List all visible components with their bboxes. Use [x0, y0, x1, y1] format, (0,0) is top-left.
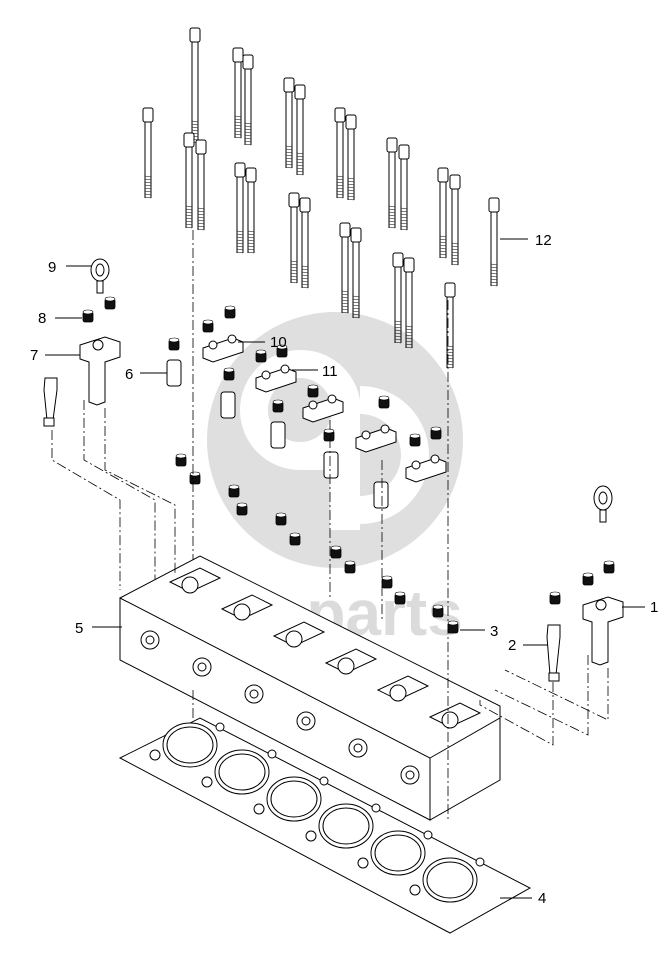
injector-clamp-right [546, 624, 561, 682]
bridge-clamp [202, 334, 244, 363]
head-bolt [488, 197, 500, 287]
nut [432, 604, 444, 618]
callout-7: 7 [30, 347, 38, 364]
head-bolts-group [142, 27, 500, 369]
bridge-clamp [302, 394, 344, 423]
nut [289, 532, 301, 546]
nut [223, 367, 235, 381]
bridge-clamp [405, 454, 447, 483]
nut [175, 453, 187, 467]
callout-5: 5 [75, 620, 83, 637]
nut [255, 349, 267, 363]
callout-2: 2 [508, 637, 516, 654]
nut [276, 344, 288, 358]
injector-clamp-left [43, 377, 58, 427]
nut [323, 428, 335, 442]
head-bolt [283, 77, 295, 169]
head-bolt [392, 252, 404, 344]
nuts-group [82, 296, 615, 634]
head-bolt [189, 27, 201, 144]
callout-1: 1 [650, 599, 658, 616]
nut [582, 572, 594, 586]
head-bolt [449, 174, 461, 266]
callout-10: 10 [270, 334, 287, 351]
nut [394, 591, 406, 605]
rocker-arm-bracket-right [582, 596, 624, 666]
head-bolt [339, 222, 351, 314]
nut [82, 309, 94, 323]
head-bolt [398, 144, 410, 231]
head-bolt [345, 114, 357, 201]
callouts: 1 2 3 4 5 6 7 8 9 10 11 12 [30, 232, 658, 907]
spacer-sleeve [323, 451, 339, 479]
callout-9: 9 [48, 259, 56, 276]
head-bolt [299, 197, 311, 289]
nut [236, 502, 248, 516]
rocker-arm-bracket-left [79, 336, 121, 406]
head-bolt [403, 257, 415, 349]
nut [381, 575, 393, 589]
nut [378, 395, 390, 409]
head-bolt [288, 192, 300, 284]
callout-12: 12 [535, 232, 552, 249]
nut [307, 384, 319, 398]
head-bolt [334, 107, 346, 199]
nut [409, 433, 421, 447]
lifting-eye-left [90, 258, 110, 294]
callout-4: 4 [538, 890, 546, 907]
callout-8: 8 [38, 310, 46, 327]
head-bolt [242, 54, 254, 146]
nut [202, 319, 214, 333]
nut [228, 484, 240, 498]
alignment-lines [51, 230, 609, 820]
nut [430, 426, 442, 440]
head-bolt [183, 132, 195, 229]
head-bolt [142, 107, 154, 199]
nut [275, 512, 287, 526]
nut [224, 305, 236, 319]
lifting-eye-right [593, 485, 613, 523]
callout-3: 3 [490, 623, 498, 640]
head-bolt [386, 137, 398, 229]
nut [549, 591, 561, 605]
spacer-sleeve [373, 481, 389, 509]
head-bolt [245, 167, 257, 254]
head-bolt [232, 47, 244, 139]
nut [104, 296, 116, 310]
head-bolt [350, 227, 362, 319]
bridge-clamps-group [202, 334, 447, 483]
nut [330, 545, 342, 559]
callout-11: 11 [322, 363, 338, 380]
nut [168, 337, 180, 351]
spacer-sleeve [220, 391, 236, 419]
head-bolt [195, 139, 207, 231]
cylinder-head-gasket [118, 717, 532, 934]
callout-6: 6 [125, 366, 133, 383]
head-bolt [444, 282, 456, 369]
cylinder-head [119, 555, 501, 821]
spacer-sleeve [166, 359, 182, 387]
head-bolt [234, 162, 246, 254]
head-bolt [437, 167, 449, 259]
head-bolt [294, 84, 306, 176]
nut [189, 471, 201, 485]
nut [272, 399, 284, 413]
bridge-clamp [355, 424, 397, 453]
nut [603, 560, 615, 574]
nut [344, 560, 356, 574]
spacer-sleeves-group [166, 359, 389, 509]
spacer-sleeve [270, 421, 286, 449]
bridge-clamp [255, 364, 297, 393]
nut [447, 620, 459, 634]
